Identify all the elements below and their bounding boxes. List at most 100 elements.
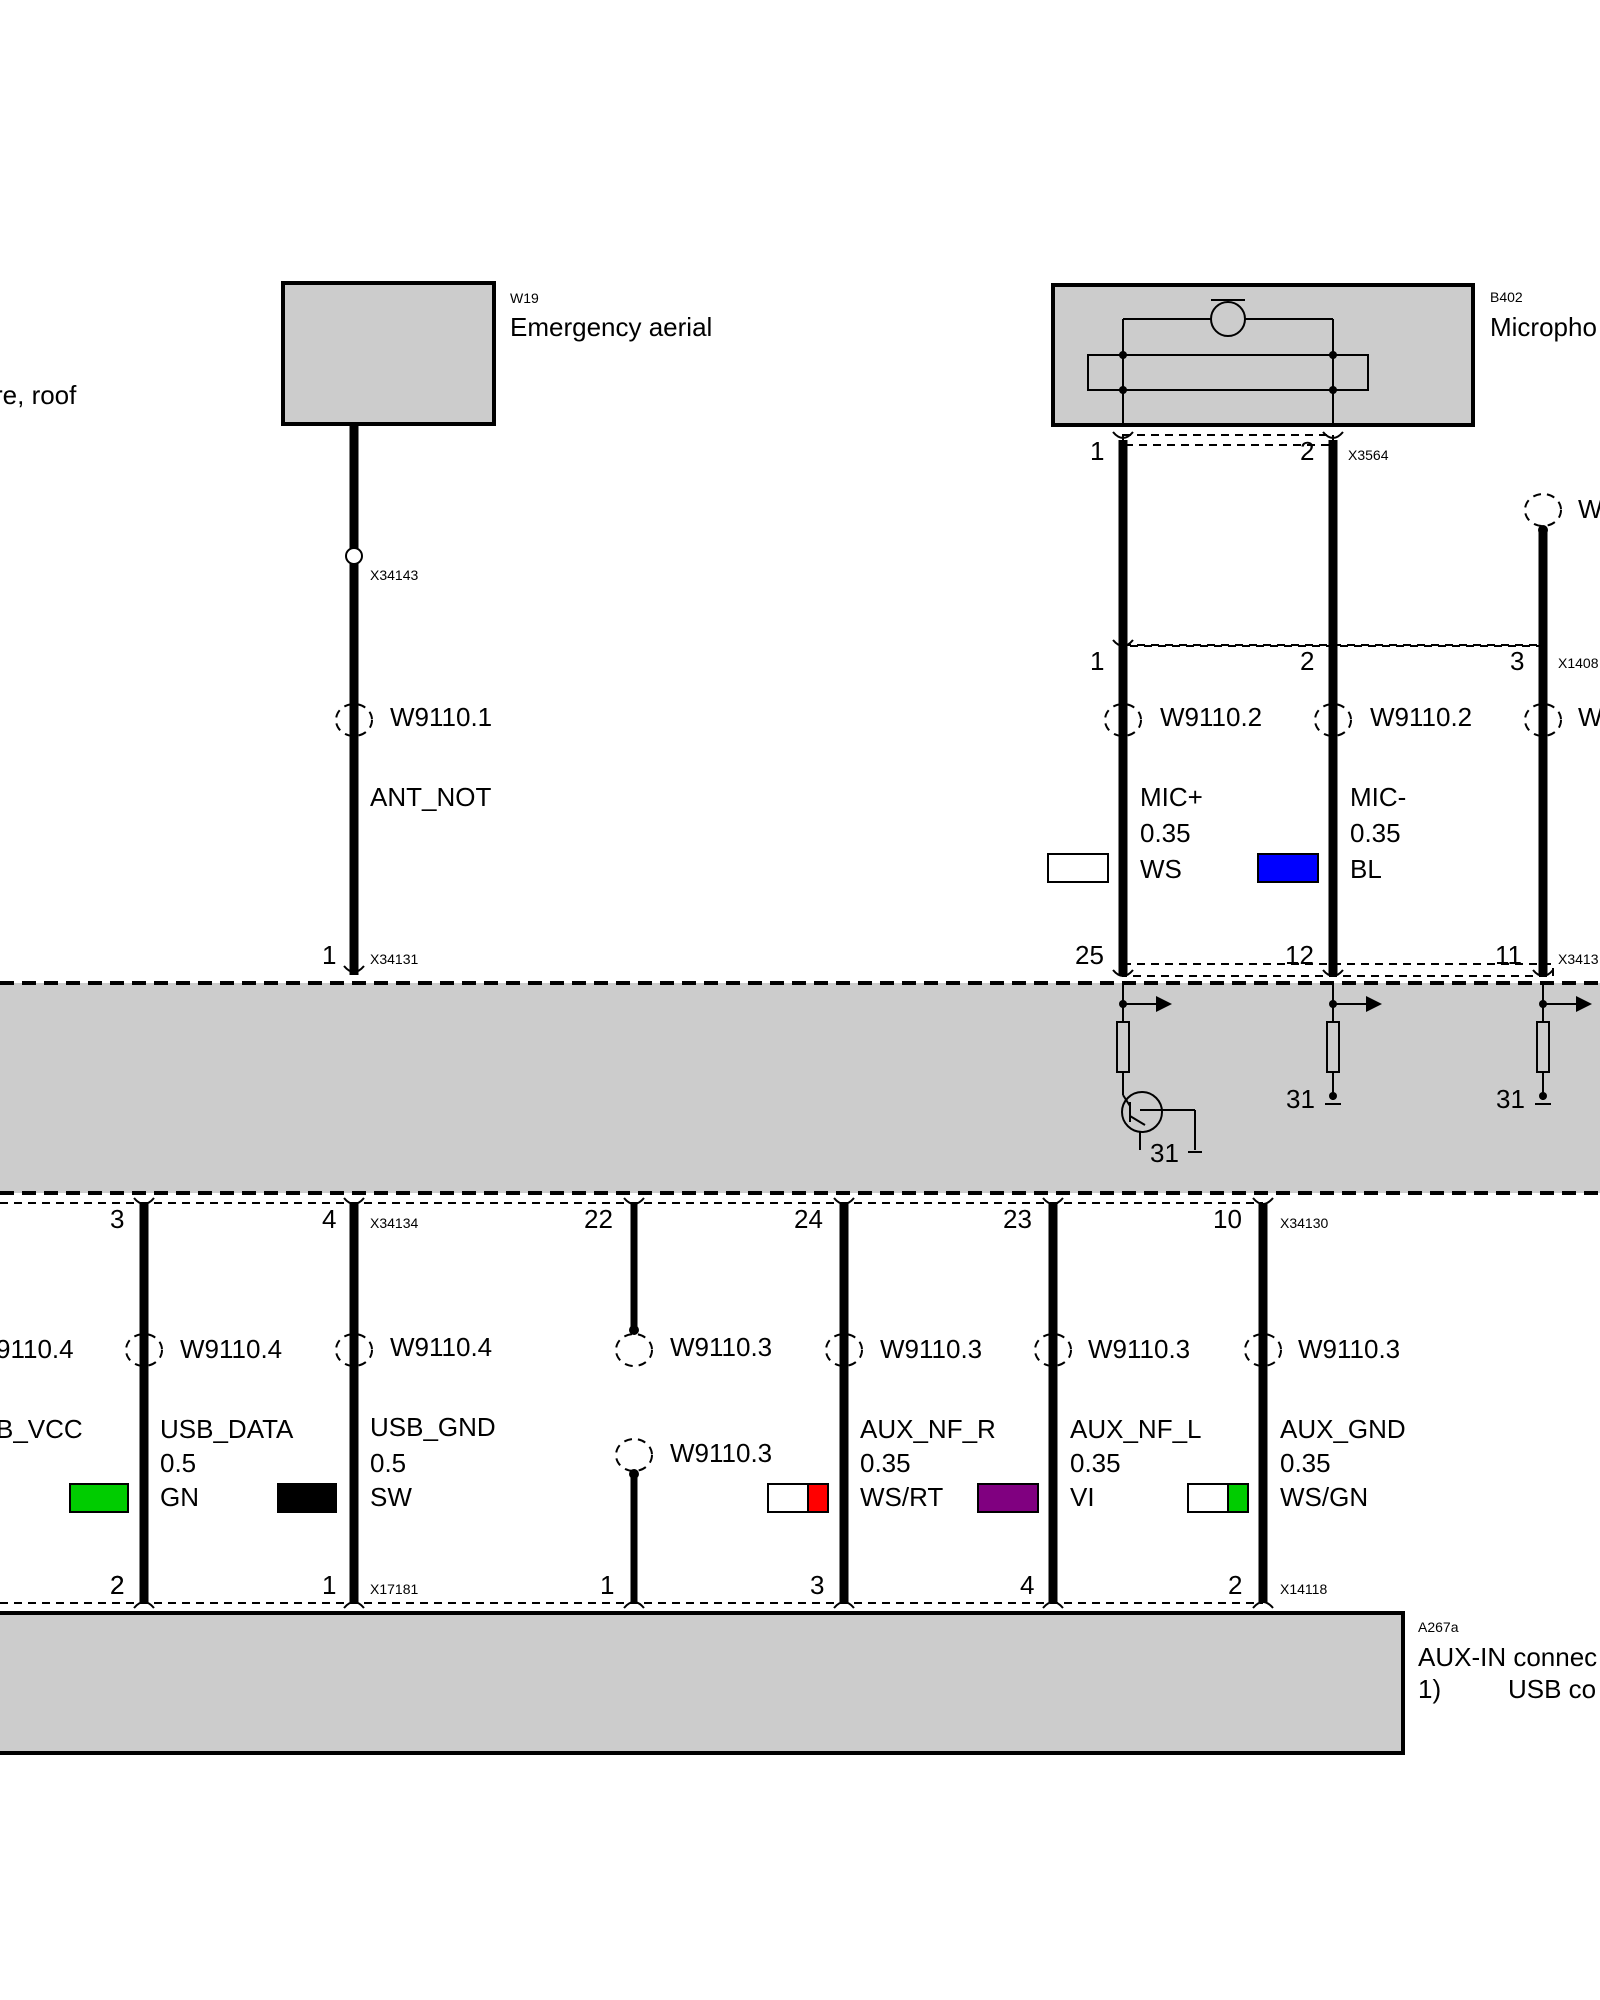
connector-x34134: X34134 [370,1215,418,1231]
aux-module-footnote-text: USB co [1508,1674,1596,1704]
shield-22-b: W9110.3 [670,1438,772,1468]
pin-micp-mid: 1 [1090,646,1104,676]
pin-22-bottom: 1 [600,1570,614,1600]
wire-aux-nf-l [1034,1197,1072,1609]
color-code-auxgnd: WS/GN [1280,1482,1368,1512]
shield-micm: W9110.2 [1370,702,1472,732]
microphone-symbol [1087,299,1369,425]
wire-aux-gnd [1244,1197,1282,1609]
pin-micm-bottom: 12 [1285,940,1314,970]
pin-micp-bottom: 25 [1075,940,1104,970]
wire-usb-gnd [335,1197,373,1609]
connector-x3564: X3564 [1348,447,1389,463]
wire-ant-not [335,424,373,975]
pin-micm-top: 2 [1300,436,1314,466]
pin-auxl-bottom: 4 [1020,1570,1034,1600]
cross-usbdata: 0.5 [160,1448,196,1478]
shield-ant: W9110.1 [390,702,492,732]
cross-micp: 0.35 [1140,818,1191,848]
shield-usbgnd: W9110.4 [390,1332,492,1362]
microphone-code: B402 [1490,289,1523,305]
pin-auxr-bottom: 3 [810,1570,824,1600]
shield-auxgnd: W9110.3 [1298,1334,1400,1364]
emergency-aerial-box [281,281,496,426]
cross-auxr: 0.35 [860,1448,911,1478]
color-swatch-ws [1047,853,1109,883]
connector-x34131: X34131 [370,951,418,967]
wire-3 [1524,493,1562,975]
color-code-auxl: VI [1070,1482,1095,1512]
pin-micp-top: 1 [1090,436,1104,466]
pin-vcc-bottom: 2 [110,1570,124,1600]
shield-usbdata: W9110.4 [180,1334,282,1364]
control-unit-box [0,983,1600,1193]
wire-22 [615,1197,653,1609]
shield-w3: W [1578,702,1600,732]
pin-usbdata-bottom-2: 2 [110,1570,124,1600]
shield-22-a: W9110.3 [670,1332,772,1362]
pin-auxl-top: 23 [1003,1204,1032,1234]
pin-auxgnd-bottom: 2 [1228,1570,1242,1600]
cross-auxgnd: 0.35 [1280,1448,1331,1478]
ground-label-3: 31 [1496,1084,1525,1114]
microphone-name: Micropho [1490,312,1597,342]
signal-usbgnd: USB_GND [370,1412,496,1442]
shield-micp: W9110.2 [1160,702,1262,732]
color-code-micp: WS [1140,854,1182,884]
internal-circuit-w3 [1532,969,1592,1105]
pin-w3-mid: 3 [1510,646,1524,676]
shield-auxl: W9110.3 [1088,1334,1190,1364]
pin-22-top: 22 [584,1204,613,1234]
aux-module-name: AUX-IN connec [1418,1642,1597,1672]
aux-module-code: A267a [1418,1619,1459,1635]
wire-mic-minus [1314,440,1352,975]
connector-x34143: X34143 [370,567,418,583]
color-code-usbgnd: SW [370,1482,412,1512]
signal-micm: MIC- [1350,782,1406,812]
wire-mic-plus [1104,440,1142,975]
internal-circuit-micp [1112,969,1202,1153]
color-swatch-ws-gn [1187,1483,1249,1513]
shield-vcc: 9110.4 [0,1334,74,1364]
shield-w-partial: W [1578,494,1600,524]
connector-x3413: X3413 [1558,951,1599,967]
cross-micm: 0.35 [1350,818,1401,848]
pin-usbdata-top: 3 [110,1204,124,1234]
color-code-auxr: WS/RT [860,1482,943,1512]
signal-usbdata: USB_DATA [160,1414,294,1444]
shield-auxr: W9110.3 [880,1334,982,1364]
color-swatch-sw [277,1483,337,1513]
cross-usbgnd: 0.5 [370,1448,406,1478]
pin-auxgnd-top: 10 [1213,1204,1242,1234]
color-code-micm: BL [1350,854,1382,884]
connector-x14118: X14118 [1280,1581,1327,1597]
cross-auxl: 0.35 [1070,1448,1121,1478]
connector-band-x1408 [1122,644,1544,647]
aux-module-footnote-num: 1) [1418,1674,1441,1704]
color-swatch-bl [1257,853,1319,883]
connector-x1408: X1408 [1558,655,1599,671]
color-code-usbdata: GN [160,1482,199,1512]
pin-auxr-top: 24 [794,1204,823,1234]
connector-x34130: X34130 [1280,1215,1328,1231]
signal-ant: ANT_NOT [370,782,491,812]
ground-label-2: 31 [1286,1084,1315,1114]
signal-micp: MIC+ [1140,782,1203,812]
wire-usb-data [125,1197,163,1609]
internal-circuit-micm [1322,969,1382,1105]
signal-auxgnd: AUX_GND [1280,1414,1406,1444]
signal-auxr: AUX_NF_R [860,1414,996,1444]
partial-left-label: re, roof [0,380,77,410]
emergency-aerial-name: Emergency aerial [510,312,712,342]
wire-aux-nf-r [825,1197,863,1609]
pin-usbgnd-top: 4 [322,1204,336,1234]
pin-usbdata-bottom: 1 [322,1570,336,1600]
ground-label-1: 31 [1150,1138,1179,1168]
pin-ant-bottom: 1 [322,940,336,970]
pin-micm-mid: 2 [1300,646,1314,676]
signal-vcc: B_VCC [0,1414,83,1444]
color-swatch-vi [977,1483,1039,1513]
color-swatch-gn [69,1483,129,1513]
emergency-aerial-code: W19 [510,290,539,306]
